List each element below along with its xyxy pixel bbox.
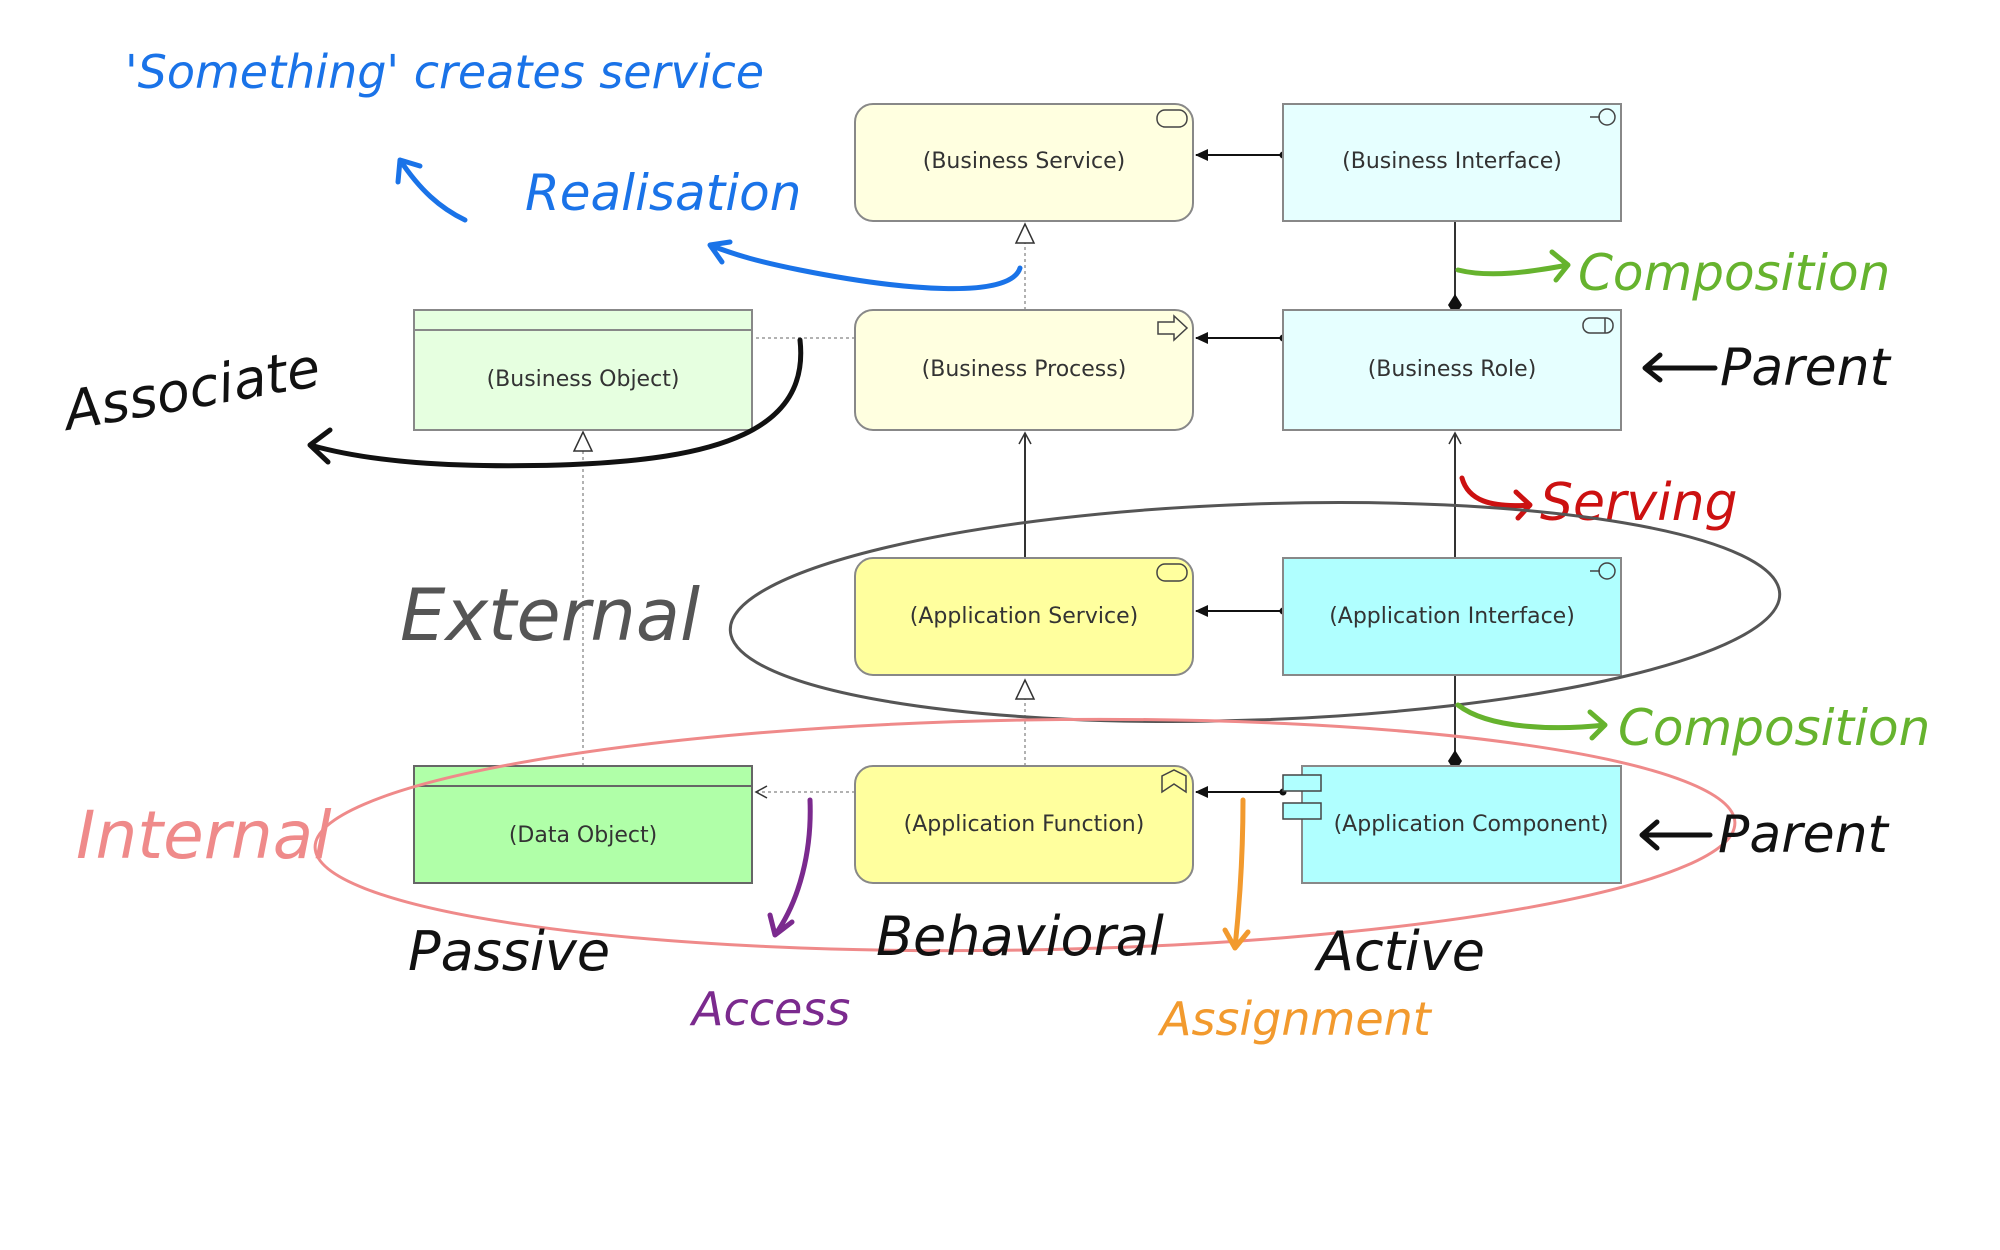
internal-ellipse — [313, 717, 1737, 953]
annotation-assignment: Assignment — [1157, 992, 1433, 1046]
parent-bottom-arrow — [1639, 819, 1713, 851]
annotation-serving: Serving — [1540, 473, 1738, 533]
annotations: 'Something' creates service Realisation … — [56, 45, 1930, 1046]
app-interface-icon — [1590, 562, 1616, 580]
serving-arrow — [1459, 475, 1533, 521]
process-arrow-icon — [1157, 314, 1189, 342]
annotation-composition-bottom: Composition — [1618, 699, 1930, 757]
application-interface-label: (Application Interface) — [1329, 604, 1575, 629]
realisation-curve-arrow — [707, 239, 1023, 292]
data-object-label: (Data Object) — [509, 823, 657, 848]
annotation-realisation: Realisation — [525, 164, 801, 222]
business-role-box: (Business Role) — [1282, 309, 1622, 431]
composition-bottom-arrow — [1455, 702, 1608, 741]
annotation-parent-top: Parent — [1720, 338, 1892, 398]
annotation-passive: Passive — [408, 920, 610, 983]
parent-top-arrow — [1642, 352, 1718, 383]
annotation-parent-bottom: Parent — [1718, 805, 1890, 865]
application-function-label: (Application Function) — [904, 812, 1145, 837]
annotation-behavioral: Behavioral — [876, 905, 1164, 968]
business-interface-box: (Business Interface) — [1282, 103, 1622, 222]
application-interface-box: (Application Interface) — [1282, 557, 1622, 676]
assignment-arrow — [1222, 797, 1251, 951]
business-process-box: (Business Process) — [854, 309, 1194, 431]
business-interface-label: (Business Interface) — [1342, 149, 1562, 174]
application-function-box: (Application Function) — [854, 765, 1194, 884]
role-icon — [1582, 317, 1614, 334]
annotation-associate: Associate — [56, 336, 324, 443]
annotation-external: External — [400, 573, 700, 657]
external-ellipse — [728, 501, 1782, 723]
annotation-something-creates-service: 'Something' creates service — [125, 45, 764, 99]
business-object-label: (Business Object) — [487, 367, 680, 392]
annotation-active: Active — [1314, 920, 1485, 983]
annotation-composition-top: Composition — [1578, 244, 1890, 302]
access-arrow — [767, 797, 813, 938]
composition-top-arrow — [1455, 249, 1571, 283]
annotation-internal: Internal — [76, 797, 332, 874]
app-service-icon — [1156, 563, 1188, 582]
interface-icon — [1590, 108, 1616, 126]
connectors — [572, 149, 1462, 799]
business-object-box: (Business Object) — [413, 309, 753, 431]
associate-curve-arrow — [307, 337, 804, 469]
application-service-box: (Application Service) — [854, 557, 1194, 676]
function-bookmark-icon — [1161, 769, 1187, 794]
business-role-label: (Business Role) — [1368, 357, 1537, 382]
application-service-label: (Application Service) — [910, 604, 1138, 629]
service-icon — [1156, 109, 1188, 128]
business-process-label: (Business Process) — [922, 357, 1127, 382]
realisation-up-arrow — [395, 157, 468, 223]
annotation-access: Access — [689, 982, 850, 1036]
business-service-box: (Business Service) — [854, 103, 1194, 222]
application-component-label: (Application Component) — [1334, 812, 1609, 837]
component-tab-bottom — [1282, 802, 1322, 820]
data-object-box: (Data Object) — [413, 765, 753, 884]
business-service-label: (Business Service) — [923, 149, 1125, 174]
application-component-box: (Application Component) — [1282, 765, 1622, 884]
component-tab-top — [1282, 774, 1322, 792]
